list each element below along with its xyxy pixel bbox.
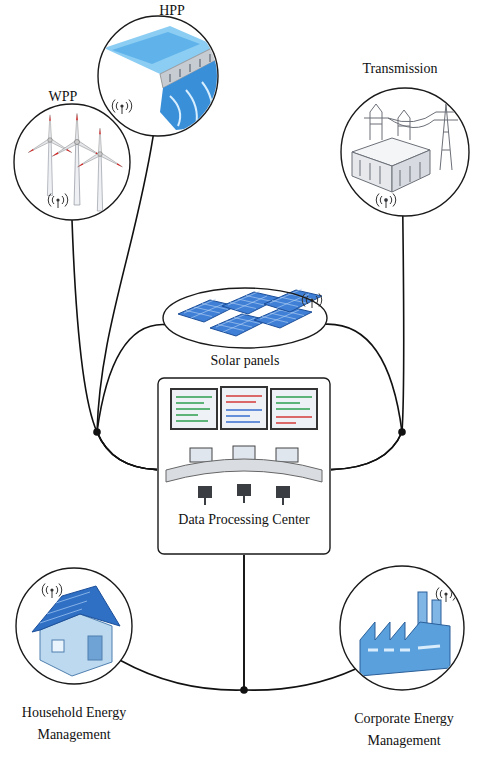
label-text: Corporate Energy Management xyxy=(354,711,454,748)
wind-turbines xyxy=(27,113,123,211)
center-box: Data Processing Center xyxy=(157,377,331,555)
consumer-circle: Corporate Energy Management xyxy=(326,562,482,767)
node-outline xyxy=(96,14,220,138)
substation xyxy=(352,104,475,208)
connector-line xyxy=(244,555,356,690)
outline-circle xyxy=(341,88,469,216)
outline-rect xyxy=(158,378,330,554)
outline-circle xyxy=(98,16,218,136)
node-outline xyxy=(338,564,466,692)
outline-circle xyxy=(340,566,464,690)
node-outline xyxy=(339,86,471,218)
solar-ellipse: Solar panels xyxy=(160,284,330,374)
node-label: Household Energy Management xyxy=(9,702,139,747)
label-text: HPP xyxy=(159,3,185,18)
hydro-dam xyxy=(104,26,228,130)
consumer-circle: Household Energy Management xyxy=(4,562,154,762)
connector-line xyxy=(331,216,404,470)
label-text: Household Energy Management xyxy=(22,705,126,742)
plant-circle: HPP xyxy=(92,0,227,140)
outline-ellipse xyxy=(163,288,327,348)
label-text: Transmission xyxy=(363,61,438,76)
plant-circle: WPP xyxy=(8,86,138,226)
control-room xyxy=(166,387,322,505)
connector-line xyxy=(121,555,244,690)
connector-line xyxy=(72,220,157,470)
junction-dot xyxy=(398,428,406,436)
node-label: Transmission xyxy=(330,58,470,80)
node-outline xyxy=(12,102,132,222)
node-label: Solar panels xyxy=(160,350,330,372)
node-outline xyxy=(14,566,134,686)
node-label: HPP xyxy=(134,0,210,22)
plant-circle: Transmission xyxy=(330,58,480,218)
connector-line xyxy=(97,324,402,469)
junction-dot xyxy=(93,428,101,436)
label-text: Data Processing Center xyxy=(178,512,309,527)
connector-line xyxy=(97,136,157,470)
label-text: Solar panels xyxy=(211,353,280,368)
node-outline xyxy=(157,377,331,555)
node-outline xyxy=(161,286,329,350)
house xyxy=(32,584,120,677)
factory xyxy=(360,588,456,677)
node-label: Corporate Energy Management xyxy=(336,708,472,753)
label-text: WPP xyxy=(49,89,78,104)
outline-circle xyxy=(16,568,132,684)
outline-circle xyxy=(14,104,130,220)
junction-dot xyxy=(240,686,248,694)
node-label: Data Processing Center xyxy=(161,509,327,531)
